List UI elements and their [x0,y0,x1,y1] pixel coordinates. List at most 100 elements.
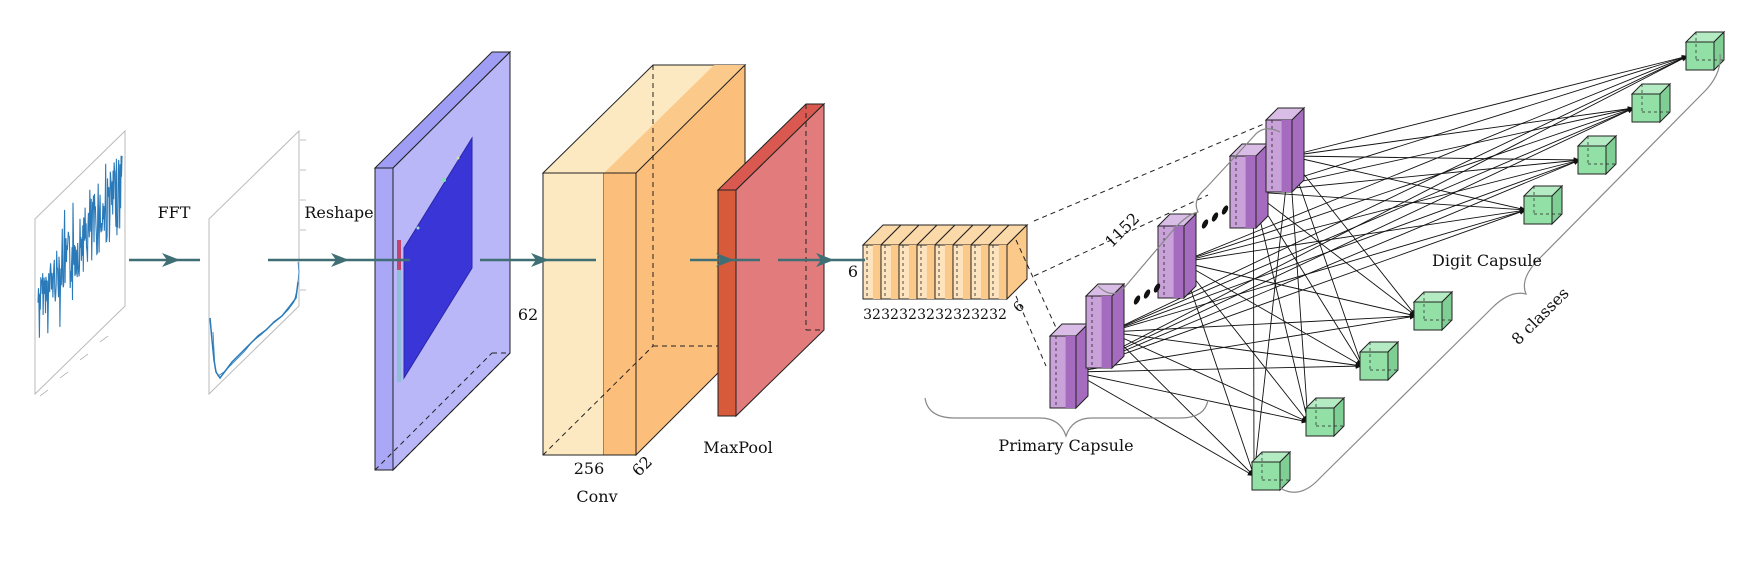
digit-capsule [1305,407,1335,437]
reshape-label: Reshape [304,203,373,222]
conv-depth-label: 256 [574,459,605,478]
flow-arrows [129,253,865,267]
height-label: 62 [518,305,538,324]
routing-edge [1252,155,1290,477]
routing-edge [1252,191,1310,423]
digit-capsule-side [1387,340,1399,382]
routing-edge [1253,55,1689,193]
digit-capsule [1413,301,1443,331]
routing-edge [1073,107,1635,373]
reshaped-input-slab [373,50,512,472]
digit-capsules [1250,30,1726,492]
routing-edge [1253,191,1417,317]
routing-edge [1181,55,1689,263]
routing-edge [1073,371,1309,424]
routing-edge [1109,313,1417,333]
caps-depth-label: 32 [971,307,989,323]
digit-capsule [1685,41,1715,71]
projection-lines [1015,117,1279,367]
flow-arrowhead [531,253,549,267]
primary-capsule-side [1111,282,1125,370]
routing-edge [1181,107,1635,263]
routing-edge [1253,157,1581,193]
routing-edge [1289,155,1581,163]
routing-edge [1109,55,1689,333]
caps-height-label: 6 [848,262,858,281]
caps-count-label: 1152 [1101,209,1143,251]
digit-capsule [1251,461,1281,491]
primary-capsules [1048,106,1306,410]
primary-capsule-side [1291,106,1305,194]
caps-depth-label: 32 [863,307,881,323]
routing-edge [1109,331,1309,423]
routing-edge [1181,261,1309,423]
routing-edge [1289,155,1417,317]
routing-edge [1109,209,1527,333]
digit-capsule [1577,145,1607,175]
routing-edge [1181,208,1527,263]
routing-edge [1253,106,1635,193]
classes-brace [1279,53,1721,493]
flow-arrowhead [162,253,180,267]
routing-edge [1073,55,1689,373]
routing-edge [1073,209,1527,373]
caps-depth-label: 32 [899,307,917,323]
conv-label: Conv [576,487,617,506]
digit-capsule-side [1333,396,1345,438]
routing-edge [1073,314,1417,373]
fft-label: FFT [158,203,191,222]
routing-edge [1181,158,1581,263]
caps-depth-label: 32 [881,307,899,323]
capsule-slice-stack [861,223,1029,301]
routing-edge [1109,331,1255,477]
caps-depth-label: 32 [989,307,1007,323]
fft-spectrum-plot [208,129,306,396]
primary-capsule-label: Primary Capsule [998,436,1133,455]
routing-edge [1289,54,1689,157]
routing-edge [1073,371,1255,477]
flow-arrowhead [331,253,349,267]
conv-width-label: 62 [628,452,656,480]
caps-slice-side [1006,223,1028,301]
caps-depth-label: 32 [935,307,953,323]
routing-edge [1289,106,1635,157]
routing-edge [1288,155,1311,423]
digit-capsule [1523,195,1553,225]
digit-capsule-side [1441,290,1453,332]
routing-edge [1073,159,1581,373]
routing-edge [1253,191,1527,213]
routing-edge [1289,155,1527,212]
digit-capsule-side [1659,82,1671,124]
caps-width-label: 6 [1010,298,1028,316]
routing-edge [1288,155,1363,367]
caps-depth-label: 32 [917,307,935,323]
raw-signal-ticks [39,335,109,397]
braces [924,53,1721,493]
routing-edge [1109,159,1581,333]
routing-edge [1109,331,1363,368]
digit-capsule-side [1605,134,1617,176]
flow-arrowhead [816,253,834,267]
routing-edge [1251,191,1257,477]
digit-capsule-side [1551,184,1563,226]
routing-connections [1073,54,1689,477]
maxpool-label: MaxPool [703,438,772,457]
primary-capsule-side [1183,212,1197,300]
raw-signal-plot [34,129,126,397]
digit-capsule [1631,93,1661,123]
primary-capsule-brace [924,397,1209,438]
digit-capsule-side [1713,30,1725,72]
caps-depth-label: 32 [953,307,971,323]
primary-capsule-side [1255,142,1269,230]
digit-capsule-side [1279,450,1291,492]
routing-edge [1253,191,1363,367]
primary-capsule-side [1075,322,1089,410]
caps-count-brace [1097,128,1281,295]
digit-capsule [1359,351,1389,381]
capsule-ellipsis [1133,205,1229,305]
signal-trace [37,155,123,338]
spectrogram-heatmap [397,136,473,382]
routing-edge [1180,261,1255,477]
